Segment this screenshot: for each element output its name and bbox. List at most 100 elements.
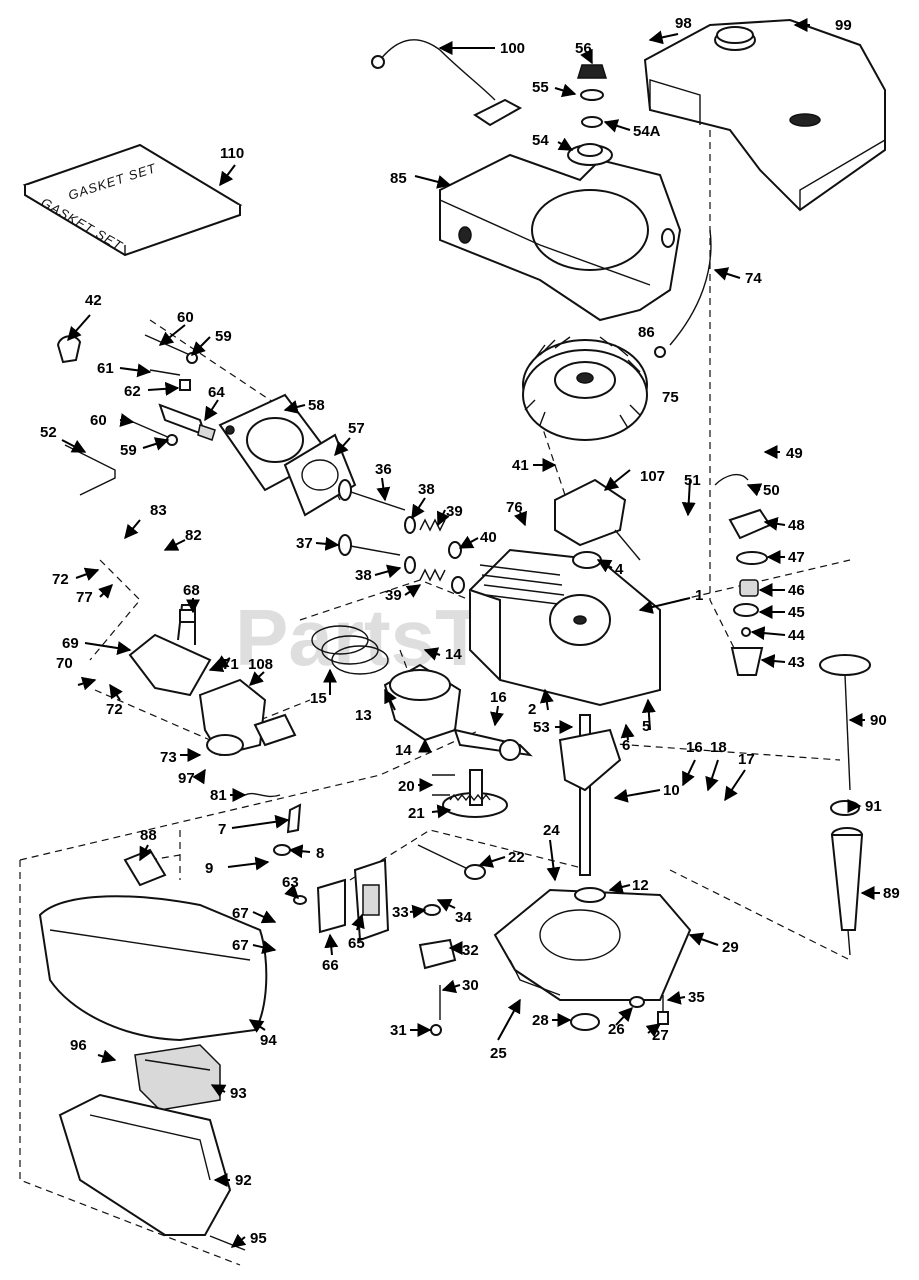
- tappets: [432, 774, 455, 796]
- filter-gasket-66: [316, 878, 346, 934]
- callout-46: 46: [788, 582, 805, 599]
- camshaft: [442, 769, 508, 818]
- callout-48: 48: [788, 517, 805, 534]
- callout-54: 54: [532, 132, 549, 149]
- callout-72a: 72: [52, 571, 69, 588]
- bolt-95: [209, 1235, 246, 1251]
- callout-85: 85: [390, 170, 407, 187]
- callout-100: 100: [500, 40, 525, 57]
- callout-32: 32: [462, 942, 479, 959]
- callout-7: 7: [218, 821, 226, 838]
- callout-61: 61: [97, 360, 114, 377]
- callout-25: 25: [490, 1045, 507, 1062]
- crankshaft: [558, 714, 622, 876]
- muffler: [128, 604, 212, 697]
- callout-30: 30: [462, 977, 479, 994]
- callout-56: 56: [575, 40, 592, 57]
- callout-9: 9: [205, 860, 213, 877]
- air-filter-base: [58, 1093, 232, 1236]
- callout-74: 74: [745, 270, 762, 287]
- air-filter-element: [134, 1044, 221, 1111]
- seal-26: [629, 996, 645, 1008]
- callout-64: 64: [208, 384, 225, 401]
- callout-14a: 14: [445, 646, 462, 663]
- spark-plug: [158, 403, 216, 441]
- callout-83: 83: [150, 502, 167, 519]
- o-ring-91: [830, 800, 860, 816]
- callout-16b: 16: [686, 739, 703, 756]
- callout-82: 82: [185, 527, 202, 544]
- callout-37: 37: [296, 535, 313, 552]
- choke-rod: [64, 444, 116, 496]
- callout-leaders: [61, 18, 880, 1248]
- callout-34: 34: [455, 909, 472, 926]
- flywheel: [522, 336, 648, 441]
- callout-76: 76: [506, 499, 523, 516]
- callout-35: 35: [688, 989, 705, 1006]
- blower-housing: [439, 153, 682, 322]
- oil-fill-tube: [830, 827, 864, 956]
- assembly-dashed-lines: [19, 130, 851, 1266]
- callout-73: 73: [160, 749, 177, 766]
- fuel-line-clamp: [654, 346, 666, 358]
- callout-14b: 14: [395, 742, 412, 759]
- oil-seal: [572, 551, 602, 569]
- callout-68: 68: [183, 582, 200, 599]
- callout-27: 27: [652, 1027, 669, 1044]
- callout-50: 50: [763, 482, 780, 499]
- callout-47: 47: [788, 549, 805, 566]
- carburetor: [198, 678, 297, 757]
- callout-16a: 16: [490, 689, 507, 706]
- callout-51: 51: [684, 472, 701, 489]
- air-cleaner-cover: [38, 895, 268, 1042]
- valves: [338, 479, 406, 556]
- gasket-set-kit: GASKET SET GASKET SET: [22, 143, 243, 257]
- callout-17: 17: [738, 751, 755, 768]
- callout-13: 13: [355, 707, 372, 724]
- callout-41: 41: [512, 457, 529, 474]
- callout-42: 42: [85, 292, 102, 309]
- callout-107: 107: [640, 468, 665, 485]
- callout-5: 5: [642, 718, 650, 735]
- callout-49: 49: [786, 445, 803, 462]
- callout-59a: 59: [215, 328, 232, 345]
- governor: [418, 938, 457, 970]
- starter-rope-handle: [371, 39, 523, 127]
- callout-62: 62: [124, 383, 141, 400]
- callout-108: 108: [248, 656, 273, 673]
- callout-93: 93: [230, 1085, 247, 1102]
- callout-26: 26: [608, 1021, 625, 1038]
- callout-91: 91: [865, 798, 882, 815]
- callout-71: 71: [222, 656, 239, 673]
- callout-70: 70: [56, 655, 73, 672]
- callout-97: 97: [178, 770, 195, 787]
- callout-31: 31: [390, 1022, 407, 1039]
- callout-89: 89: [883, 885, 900, 902]
- callout-39b: 39: [385, 587, 402, 604]
- callout-45: 45: [788, 604, 805, 621]
- engine-block: [469, 548, 661, 707]
- callout-22: 22: [508, 849, 525, 866]
- callout-24: 24: [543, 822, 560, 839]
- callout-38b: 38: [355, 567, 372, 584]
- fuel-line: [669, 229, 712, 346]
- spring-81: [244, 792, 281, 798]
- callout-1: 1: [695, 587, 703, 604]
- callout-72b: 72: [106, 701, 123, 718]
- callout-99: 99: [835, 17, 852, 34]
- callout-77: 77: [76, 589, 93, 606]
- callout-28: 28: [532, 1012, 549, 1029]
- callout-8: 8: [316, 845, 324, 862]
- callout-98: 98: [675, 15, 692, 32]
- callout-20: 20: [398, 778, 415, 795]
- crankcase-base: [493, 887, 692, 1001]
- valve-springs: [404, 516, 465, 594]
- callout-38a: 38: [418, 481, 435, 498]
- callout-10: 10: [663, 782, 680, 799]
- callout-29: 29: [722, 939, 739, 956]
- ignition-module: [554, 478, 641, 561]
- callout-55: 55: [532, 79, 549, 96]
- callout-86: 86: [638, 324, 655, 341]
- callout-33: 33: [392, 904, 409, 921]
